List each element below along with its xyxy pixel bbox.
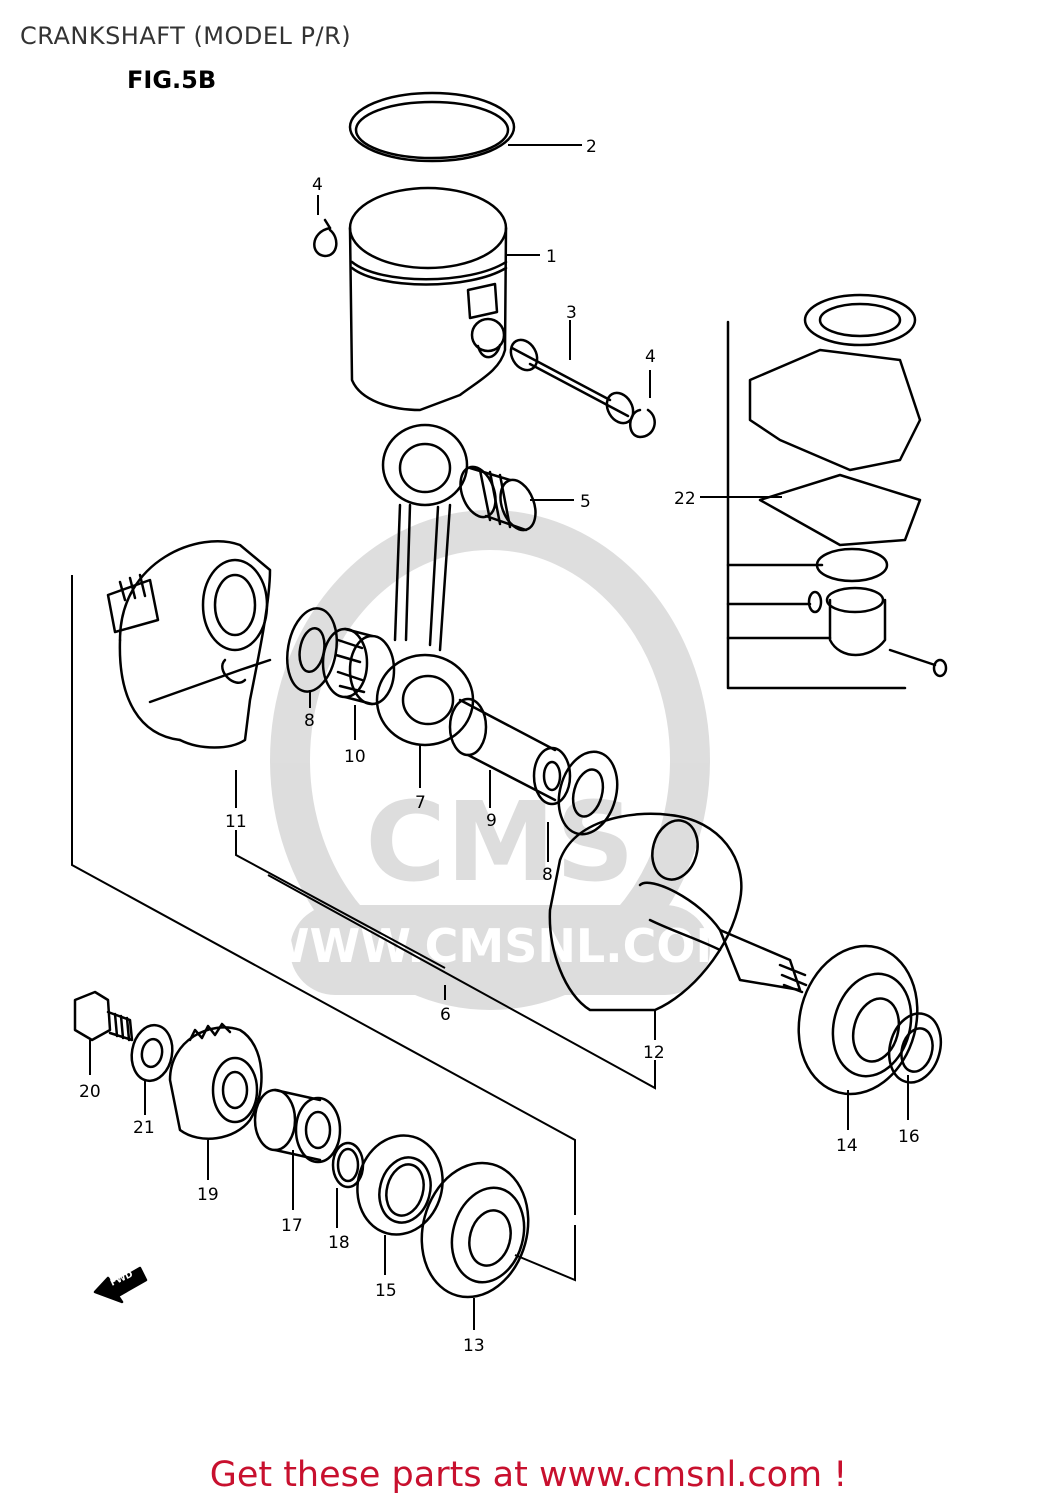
bolt-part	[73, 990, 134, 1042]
crank-bearing-part	[420, 1161, 530, 1299]
callout-3: 3	[566, 303, 577, 323]
callout-6: 6	[440, 1005, 451, 1025]
thrust-washer-part	[557, 750, 619, 836]
forward-arrow-icon	[93, 1266, 148, 1304]
connecting-rod-part	[375, 423, 475, 747]
page-title: CRANKSHAFT (MODEL P/R)	[20, 22, 352, 50]
crank-bearing-part	[797, 944, 919, 1096]
piston-ring-part	[348, 91, 516, 163]
callout-22: 22	[674, 489, 696, 509]
oil-seal-part	[356, 1134, 444, 1236]
callout-10: 10	[344, 747, 366, 767]
washer-part	[130, 1023, 174, 1083]
callout-21: 21	[133, 1118, 155, 1138]
callout-8: 8	[542, 865, 553, 885]
callout-2: 2	[586, 137, 597, 157]
piston-pin-clip-part	[629, 408, 656, 439]
piston-pin-clip-part	[313, 218, 338, 258]
callout-15: 15	[375, 1281, 397, 1301]
watermark: WWW.CMSNL.COM CMS	[259, 510, 742, 1010]
callout-17: 17	[281, 1216, 303, 1236]
callout-16: 16	[898, 1127, 920, 1147]
spacer-part	[253, 1088, 342, 1164]
cylinder-inset-part	[726, 293, 948, 690]
footer-link-text[interactable]: Get these parts at www.cmsnl.com !	[209, 1455, 848, 1495]
crankshaft-right-part	[548, 812, 808, 1012]
callout-5: 5	[580, 492, 591, 512]
crank-pin-part	[448, 697, 572, 806]
callout-19: 19	[197, 1185, 219, 1205]
callout-4: 4	[645, 347, 656, 367]
leader-lines	[71, 144, 909, 1330]
watermark-text: WWW.CMSNL.COM	[259, 919, 742, 973]
watermark-logo: CMS	[365, 778, 634, 906]
callout-14: 14	[836, 1136, 858, 1156]
callout-8: 8	[304, 711, 315, 731]
piston-pin-part	[509, 338, 635, 425]
needle-bearing-small-part	[459, 465, 537, 532]
callout-20: 20	[79, 1082, 101, 1102]
figure-label: FIG.5B	[127, 66, 217, 94]
callout-1: 1	[546, 247, 557, 267]
thrust-washer-part	[286, 607, 338, 693]
callout-7: 7	[415, 793, 426, 813]
callout-4: 4	[312, 175, 323, 195]
callout-13: 13	[463, 1336, 485, 1356]
piston-part	[348, 186, 508, 412]
callout-9: 9	[486, 811, 497, 831]
callout-12: 12	[643, 1043, 665, 1063]
primary-gear-part	[168, 1022, 263, 1140]
callout-labels: 2 4 1 3 4 5 22 8 10 7 9 11 8 6 12 20 21 …	[79, 137, 920, 1356]
callout-18: 18	[328, 1233, 350, 1253]
callout-11: 11	[225, 812, 247, 832]
crankshaft-left-part	[106, 540, 272, 749]
needle-bearing-big-part	[321, 627, 396, 706]
oil-seal-part	[887, 1012, 943, 1084]
